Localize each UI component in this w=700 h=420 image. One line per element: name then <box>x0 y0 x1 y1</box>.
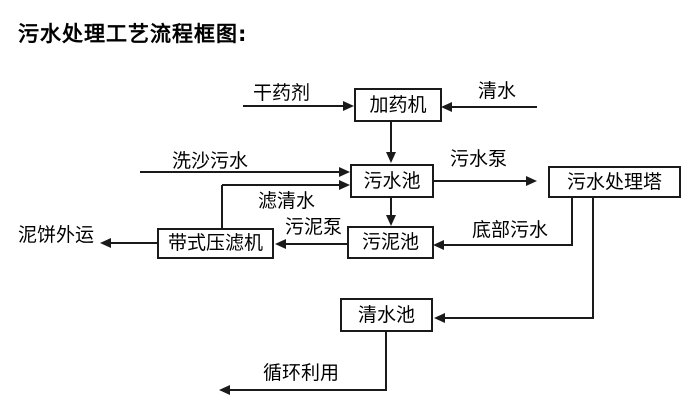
arrowhead-right-icon <box>526 176 537 186</box>
node-sludge-pool: 污泥池 <box>347 226 434 259</box>
arrowhead-right-icon <box>343 101 354 111</box>
arrowhead-left-icon <box>434 313 445 323</box>
edge-label-bottom-sewage: 底部污水 <box>472 219 549 241</box>
edge-label-sand-washing-sewage: 洗沙污水 <box>172 150 249 172</box>
edge-label-filtered-water: 滤清水 <box>258 190 316 212</box>
node-sewage-treatment-tower: 污水处理塔 <box>548 166 681 198</box>
node-dosing-machine: 加药机 <box>354 88 442 122</box>
edge-tower-to-clear-vline <box>592 198 594 319</box>
edge-label-clear-water: 清水 <box>478 80 517 102</box>
edge-sand-washing-line <box>140 171 339 173</box>
node-sewage-pool: 污水池 <box>350 164 434 198</box>
arrowhead-left-icon <box>433 240 444 250</box>
edge-bottom-sewage-vline <box>571 198 573 245</box>
edge-recycling-vline <box>385 332 387 391</box>
arrowhead-left-icon <box>441 102 452 112</box>
edge-bottom-sewage-line <box>444 244 573 246</box>
diagram-title: 污水处理工艺流程框图: <box>18 22 248 46</box>
edge-clear-water-line <box>452 106 537 108</box>
edge-dry-agent-line <box>243 105 343 107</box>
arrowhead-right-icon <box>339 180 350 190</box>
edge-label-recycling-use: 循环利用 <box>263 362 340 384</box>
edge-filtered-water-stub-line <box>221 185 223 228</box>
edge-mud-cake-line <box>111 242 157 244</box>
edge-sewage-pump-line <box>434 180 526 182</box>
node-belt-filter-press: 带式压滤机 <box>157 228 274 259</box>
arrowhead-left-icon <box>219 385 230 395</box>
edge-label-sewage-pump: 污水泵 <box>450 148 508 170</box>
arrowhead-left-icon <box>100 238 111 248</box>
edge-tower-to-clear-line <box>445 317 594 319</box>
node-clear-water-pool: 清水池 <box>340 298 433 332</box>
edge-filtered-water-line <box>222 184 339 186</box>
arrowhead-down-icon <box>386 215 396 226</box>
arrowhead-right-icon <box>339 167 350 177</box>
edge-label-mud-cake-outbound: 泥饼外运 <box>18 224 95 246</box>
edge-dosing-to-sewage-line <box>390 122 392 153</box>
edge-label-dry-agent: 干药剂 <box>253 82 311 104</box>
edge-recycling-line <box>230 389 387 391</box>
edge-label-sludge-pump: 污泥泵 <box>285 216 343 238</box>
arrowhead-left-icon <box>275 239 286 249</box>
arrowhead-down-icon <box>386 152 396 163</box>
edge-sewage-to-sludge-line <box>390 198 392 215</box>
edge-sludge-pump-line <box>286 243 347 245</box>
